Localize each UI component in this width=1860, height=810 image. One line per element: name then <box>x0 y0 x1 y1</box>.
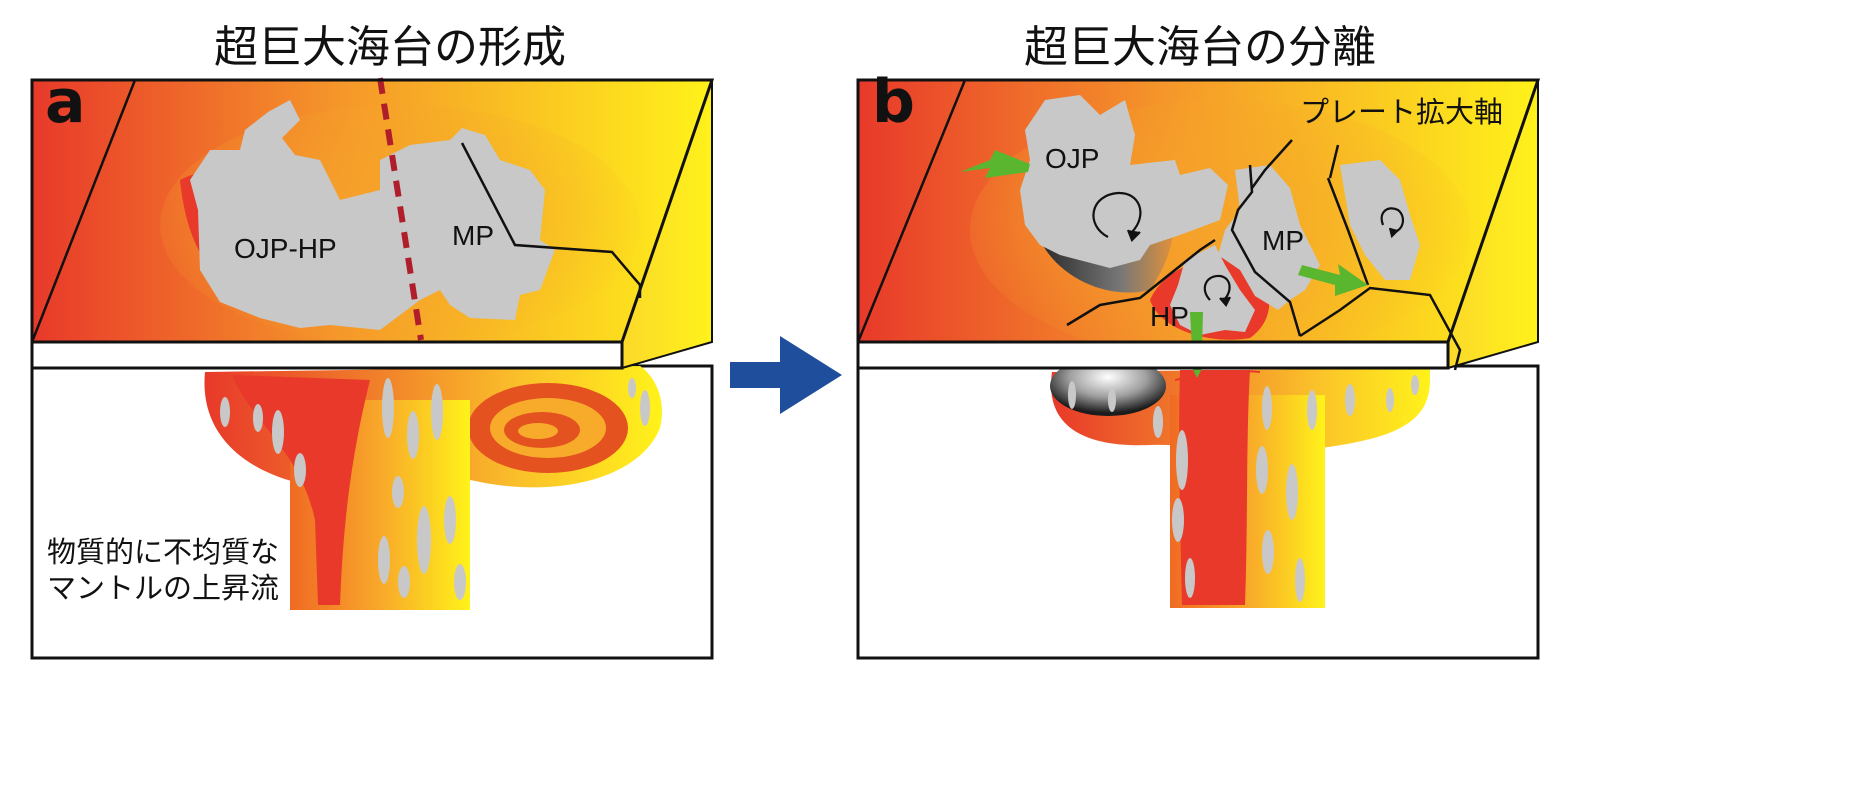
panel-a-label: a <box>45 67 86 137</box>
plateau-piece-east <box>1340 160 1420 280</box>
lithosphere-front-a <box>30 340 624 370</box>
conduit-top-line <box>1174 370 1261 381</box>
spreading-ridge-lines <box>1066 139 1462 371</box>
label-hp: HP <box>1150 301 1189 332</box>
panel-b-label: b <box>872 67 915 137</box>
panel-b-title: 超巨大海台の分離 <box>1024 22 1376 73</box>
panel-b: 超巨大海台の分離 <box>856 22 1541 660</box>
lithosphere-edge-b <box>856 79 967 343</box>
oceanic-plateau-a <box>190 100 555 330</box>
label-ojp-hp: OJP-HP <box>234 233 337 264</box>
plume-conduit-b <box>1179 370 1250 605</box>
lithosphere-edge-a <box>30 79 137 343</box>
panel-a: 超巨大海台の形成 <box>30 22 715 660</box>
label-mp-b: MP <box>1262 225 1304 256</box>
ridge-label: プレート拡大軸 <box>1300 95 1503 129</box>
heterogeneity-streaks-a <box>220 378 650 600</box>
heterogeneity-streaks-b <box>1068 375 1419 602</box>
lithosphere-ridge-edge-b <box>1446 79 1540 343</box>
caption-line-1: 物質的に不均質な <box>47 535 279 569</box>
rift-line <box>377 77 424 341</box>
caption-line-2: マントルの上昇流 <box>47 571 279 605</box>
label-ojp: OJP <box>1045 143 1099 174</box>
plateau-ojp <box>1020 95 1228 268</box>
panel-a-title: 超巨大海台の形成 <box>214 22 566 73</box>
rotation-arrow-icon <box>1092 191 1404 307</box>
label-mp-a: MP <box>452 220 494 251</box>
lithosphere-front-b <box>856 340 1450 370</box>
transition-arrow-icon <box>730 336 842 414</box>
